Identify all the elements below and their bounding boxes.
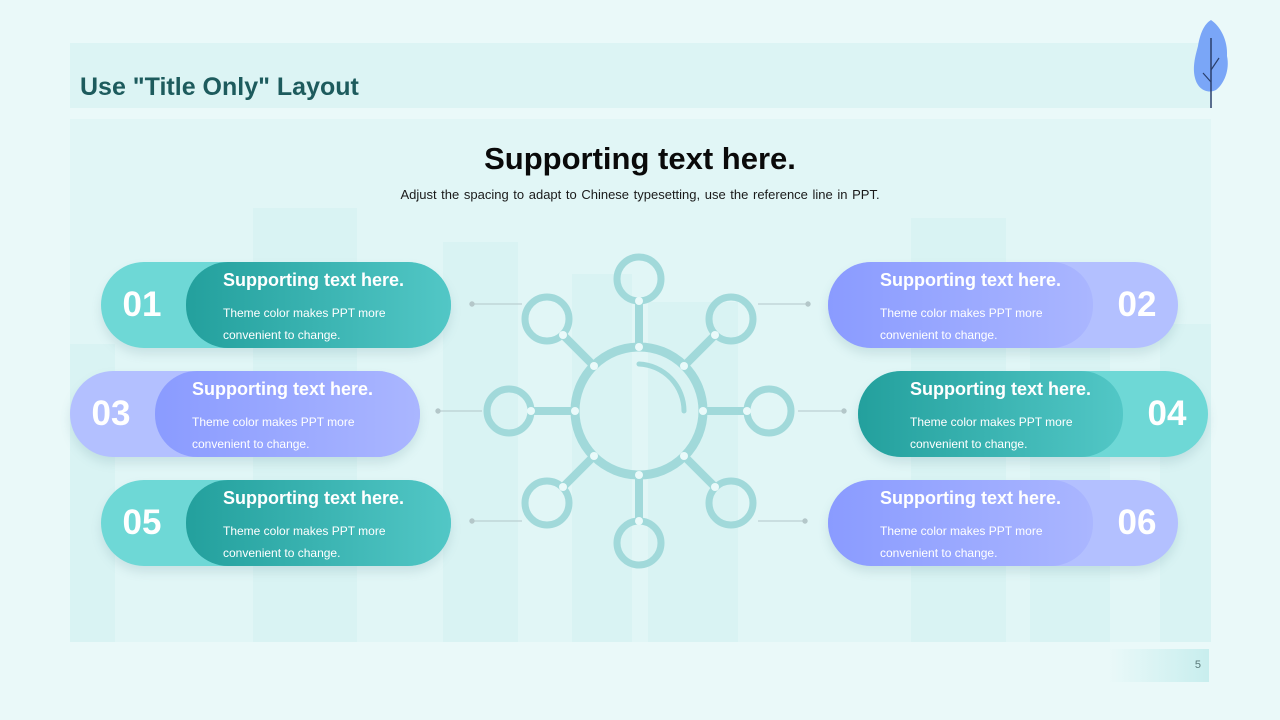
item-panel	[858, 371, 1123, 457]
item-panel	[186, 480, 451, 566]
page-number-box: 5	[1108, 649, 1209, 682]
page-number: 5	[1194, 659, 1201, 671]
item-card-05: 05 Supporting text here. Theme color mak…	[101, 480, 451, 566]
item-title: Supporting text here.	[880, 270, 1062, 290]
item-description: Theme color makes PPT more convenient to…	[880, 524, 1043, 560]
item-panel	[155, 371, 420, 457]
network-hub-icon	[435, 253, 847, 569]
item-number: 05	[122, 503, 162, 542]
item-description: Theme color makes PPT more convenient to…	[192, 415, 355, 451]
item-description: Theme color makes PPT more convenient to…	[223, 306, 386, 342]
item-description: Theme color makes PPT more convenient to…	[910, 415, 1073, 451]
item-number: 02	[1117, 285, 1157, 324]
item-card-04: 04 Supporting text here. Theme color mak…	[858, 371, 1208, 457]
item-title: Supporting text here.	[223, 488, 405, 508]
tree-icon	[1193, 20, 1228, 108]
item-title: Supporting text here.	[223, 270, 405, 290]
item-card-02: 02 Supporting text here. Theme color mak…	[828, 262, 1178, 348]
item-number: 06	[1117, 503, 1157, 542]
item-title: Supporting text here.	[880, 488, 1062, 508]
item-panel	[828, 480, 1093, 566]
item-card-03: 03 Supporting text here. Theme color mak…	[70, 371, 420, 457]
headline: Supporting text here.	[484, 141, 796, 176]
subtitle: Adjust the spacing to adapt to Chinese t…	[400, 187, 880, 202]
item-description: Theme color makes PPT more convenient to…	[880, 306, 1043, 342]
item-panel	[828, 262, 1093, 348]
title-band	[70, 43, 1210, 108]
item-card-01: 01 Supporting text here. Theme color mak…	[101, 262, 451, 348]
item-number: 03	[91, 394, 131, 433]
item-card-06: 06 Supporting text here. Theme color mak…	[828, 480, 1178, 566]
item-title: Supporting text here.	[910, 379, 1092, 399]
slide-title: Use "Title Only" Layout	[80, 73, 359, 101]
item-title: Supporting text here.	[192, 379, 374, 399]
background-bar	[443, 242, 518, 642]
item-description: Theme color makes PPT more convenient to…	[223, 524, 386, 560]
item-panel	[186, 262, 451, 348]
item-number: 04	[1147, 394, 1187, 433]
item-number: 01	[122, 285, 162, 324]
